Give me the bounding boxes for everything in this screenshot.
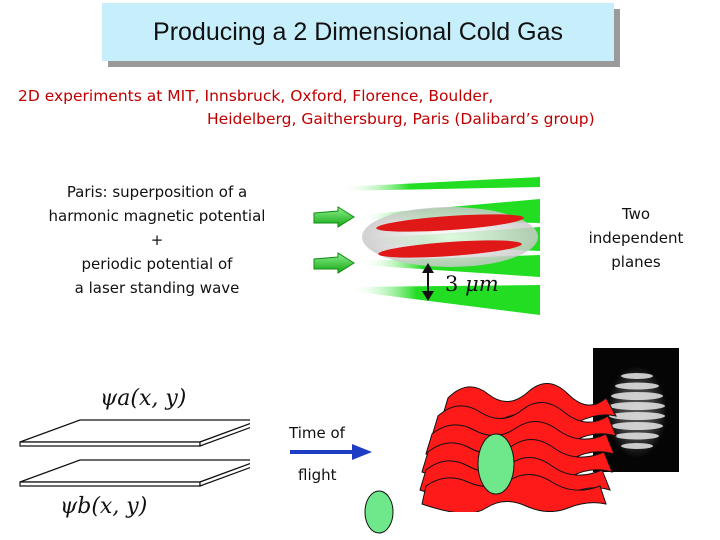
wavefunction-a: ψa(x, y): [100, 386, 187, 411]
green-arrow-icon: [313, 252, 355, 274]
two-planes-diagram: [19, 419, 250, 487]
paris-description: Paris: superposition of a harmonic magne…: [22, 180, 292, 300]
experiments-line-1: 2D experiments at MIT, Innsbruck, Oxford…: [18, 87, 494, 105]
planes-note: Two independent planes: [574, 202, 698, 274]
laser-sheet-1: [340, 177, 540, 191]
time-of-flight-label-2: flight: [298, 466, 337, 484]
right-arrow-icon: [290, 444, 372, 460]
double-headed-arrow-icon: [422, 263, 434, 301]
planes-line-2: independent: [588, 229, 684, 247]
optical-lattice-diagram: [313, 177, 540, 315]
scale-value: 3: [445, 272, 459, 296]
time-of-flight-label-1: Time of: [289, 424, 345, 442]
plane-b: [19, 459, 250, 487]
scale-label: 3 μm: [445, 272, 499, 296]
page-title: Producing a 2 Dimensional Cold Gas: [102, 3, 614, 61]
scale-unit: μm: [465, 272, 499, 296]
green-cloud-overlay: [477, 433, 515, 495]
cloud-upper: [376, 214, 524, 232]
green-arrow-icon: [313, 206, 355, 228]
expanded-clouds-diagram: [419, 383, 617, 512]
paris-line-3: +: [150, 231, 164, 249]
interference-fringes: [607, 366, 667, 458]
experiments-line-2: Heidelberg, Gaithersburg, Paris (Dalibar…: [207, 110, 595, 128]
paris-line-4: periodic potential of: [81, 255, 233, 273]
paris-line-1: Paris: superposition of a: [66, 183, 248, 201]
planes-line-3: planes: [611, 253, 661, 271]
wavefunction-b: ψb(x, y): [60, 494, 148, 519]
single-plane-cloud: [364, 490, 394, 534]
cloud-layer-6: [421, 474, 607, 512]
plane-a: [19, 419, 250, 447]
paris-line-5: a laser standing wave: [74, 279, 240, 297]
cloud-lower: [378, 240, 522, 258]
paris-line-2: harmonic magnetic potential: [48, 207, 266, 225]
laser-sheet-5: [350, 285, 540, 315]
planes-line-1: Two: [621, 205, 651, 223]
